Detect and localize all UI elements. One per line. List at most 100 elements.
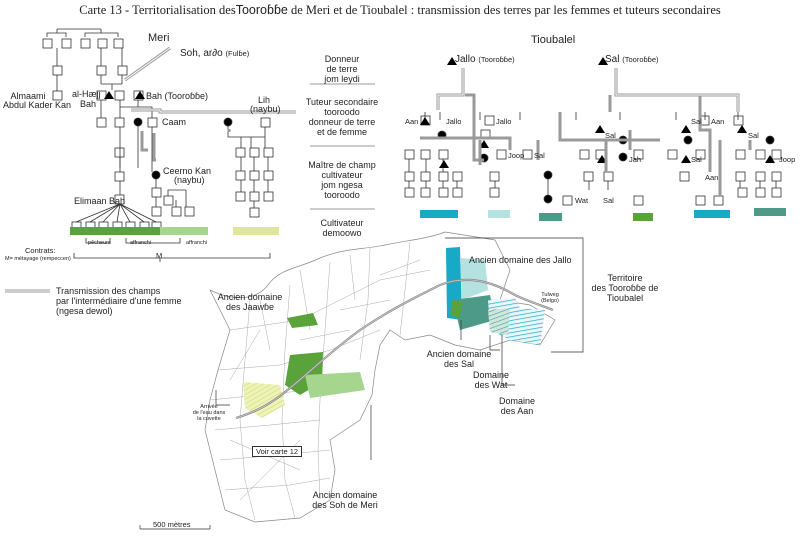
tb-aan-3: Aan xyxy=(705,173,719,182)
map-jaawbe-line-2: des Jaawɓe xyxy=(225,302,275,312)
affranchi-label-1: affranchi xyxy=(130,240,151,246)
jallo-head-name: Jallo xyxy=(455,54,476,65)
affranchi-label-2: affranchi xyxy=(186,240,207,246)
sal-head-name: Sal xyxy=(605,54,620,65)
section-meri: Meri xyxy=(148,32,170,44)
meri-bar-light-green xyxy=(160,227,208,235)
map-soh-domain-line-2: des Soh de Meri xyxy=(312,500,378,510)
meri-genealogy xyxy=(42,28,274,262)
map-tulweg: Tulweg (Belgo) xyxy=(530,292,570,304)
map-tulweg-line-1: Tulweg xyxy=(541,292,559,298)
tb-jallo-2: Jallo xyxy=(496,117,512,126)
map-territoire: Territoire des Tooroɓɓe de Tioubalel xyxy=(586,273,664,303)
tier-cultivateur: Cultivateur demoowo xyxy=(298,218,386,238)
map-jaawbe: Ancien domaine des Jaawɓe xyxy=(210,292,290,312)
bah-note: (Tooroɓɓe) xyxy=(164,91,209,101)
soh-label: Soh, ar∂o (Fulɓe) xyxy=(180,48,249,59)
tioubalel-bar-teal-1 xyxy=(539,213,562,221)
tb-sal-1: Sal xyxy=(534,151,545,160)
tier-maitre-line-3: jom ngesa xyxy=(321,180,363,190)
bah-name: Bah xyxy=(146,91,163,101)
tioubalel-bar-cyan-1 xyxy=(420,210,458,218)
tier-tuteur-line-1: Tuteur secondaire xyxy=(305,97,379,107)
map-tulweg-line-2: (Belgo) xyxy=(541,298,559,304)
map-aan-domain: Domaine des Aan xyxy=(492,396,542,416)
map-sal-domain-line-2: des Sal xyxy=(443,359,475,369)
map-wat-domain-line-2: des Wat xyxy=(474,380,508,390)
tb-jah: Jah xyxy=(629,155,642,164)
tioubalel-bar-teal-2 xyxy=(754,208,786,216)
section-tioubalel: Tioubalel xyxy=(531,34,576,46)
ceerno-label-2: (naybu) xyxy=(174,175,205,185)
alhajj-label-2: Bah xyxy=(80,99,97,109)
soh-note: (Fulɓe) xyxy=(225,49,250,58)
almaami-label-2: Abdul Kader Kan xyxy=(3,100,72,110)
tb-joop-2: Joop xyxy=(779,155,796,164)
tb-aan-2: Aan xyxy=(711,117,725,126)
tier-tuteur: Tuteur secondaire tooroodo donneur de te… xyxy=(298,97,386,137)
tier-donneur-line-3: jom leydi xyxy=(324,74,360,84)
jallo-head-note: (Tooroɓɓe) xyxy=(478,55,515,64)
bah-label: Bah (Tooroɓɓe) xyxy=(146,91,208,101)
title-suffix: de Meri et de Tioubalel : transmission d… xyxy=(287,3,721,17)
map-sal-domain-line-1: Ancien domaine xyxy=(426,349,492,359)
map-territoire-line-3: Tioubalel xyxy=(606,293,644,303)
map-territoire-line-2: des Tooroɓɓe de xyxy=(591,283,659,293)
tb-sal-2: Sal xyxy=(605,131,616,140)
alhajj-label-1: al-Hæjj xyxy=(72,89,101,99)
tier-donneur-line-1: Donneur xyxy=(324,54,360,64)
map-aan-domain-line-2: des Aan xyxy=(500,406,534,416)
tb-sal-6: Sal xyxy=(748,131,759,140)
tb-jallo-1: Jallo xyxy=(446,117,462,126)
map-wat-domain-line-1: Domaine xyxy=(472,370,510,380)
caam-label: Caam xyxy=(162,117,187,127)
title-emph: Tooroɓɓe xyxy=(235,3,288,17)
lih-label-2: (naybu) xyxy=(250,104,281,114)
sal-head-note: (Tooroɓɓe) xyxy=(622,55,659,64)
map-jaawbe-line-1: Ancien domaine xyxy=(217,292,283,302)
tier-donneur: Donneur de terre jom leydi xyxy=(298,54,386,84)
tioubalel-bar-cyan-2 xyxy=(694,210,730,218)
meri-bar-dark-green xyxy=(70,227,163,235)
legend-transmission: Transmission des champs par l'intermédia… xyxy=(56,286,182,316)
tioubalel-transmission-lines xyxy=(420,68,752,196)
ceerno-label-1: Ceerno Kan xyxy=(163,166,212,176)
map-leader-lines xyxy=(139,237,584,530)
pecheurs-label: pêcheurs xyxy=(88,240,111,246)
tier-maitre-line-4: tooroodo xyxy=(324,190,360,200)
map-arrivee-line-3: la cuvette xyxy=(197,416,221,422)
tioubalel-bar-green xyxy=(633,213,653,221)
lih-label-1: Lih xyxy=(258,95,271,105)
map-scale-label: 500 mètres xyxy=(153,520,191,529)
legend-line-3: (ngesa dewol) xyxy=(56,306,113,316)
m-label: M xyxy=(156,251,163,260)
tier-cultivateur-line-1: Cultivateur xyxy=(320,218,364,228)
tier-cultivateur-line-2: demoowo xyxy=(322,228,362,238)
tier-tuteur-line-2: tooroodo xyxy=(324,107,360,117)
tioubalel-bar-pale-cyan xyxy=(488,210,510,218)
jallo-head-label: Jallo (Tooroɓɓe) xyxy=(455,54,515,65)
tier-donneur-line-2: de terre xyxy=(326,64,358,74)
legend-line-2: par l'intermédiaire d'une femme xyxy=(56,296,182,306)
map-voir-carte[interactable]: Voir carte 12 xyxy=(252,446,303,457)
tb-sal-3: Sal xyxy=(603,196,614,205)
elimaan-label: Elimaan Bah xyxy=(74,196,126,206)
soh-name: Soh, ar∂o xyxy=(180,48,223,59)
title-prefix: Carte 13 - Territorialisation des xyxy=(79,3,236,17)
map-soh-domain: Ancien domaine des Soh de Meri xyxy=(300,490,390,510)
tier-maitre-line-1: Maître de champ xyxy=(308,160,376,170)
tb-aan-1: Aan xyxy=(405,117,419,126)
tb-joop-1: Joop xyxy=(508,151,525,160)
legend-line-1: Transmission des champs xyxy=(56,286,161,296)
contrats-label-2: M= métayage (rempeccen) xyxy=(5,256,71,262)
contrats-label-1: Contrats: xyxy=(25,246,56,255)
tier-tuteur-line-4: et de femme xyxy=(316,127,368,137)
tier-maitre: Maître de champ cultivateur jom ngesa to… xyxy=(298,160,386,200)
figure-title: Carte 13 - Territorialisation desTooroɓɓ… xyxy=(0,3,800,18)
map-aan-domain-line-1: Domaine xyxy=(498,396,536,406)
map-arrivee-line-2: de l'eau dans xyxy=(192,410,226,416)
map-wat-domain: Domaine des Wat xyxy=(466,370,516,390)
tb-sal-5: Sal xyxy=(691,155,702,164)
sal-head-label: Sal (Tooroɓɓe) xyxy=(605,54,659,65)
